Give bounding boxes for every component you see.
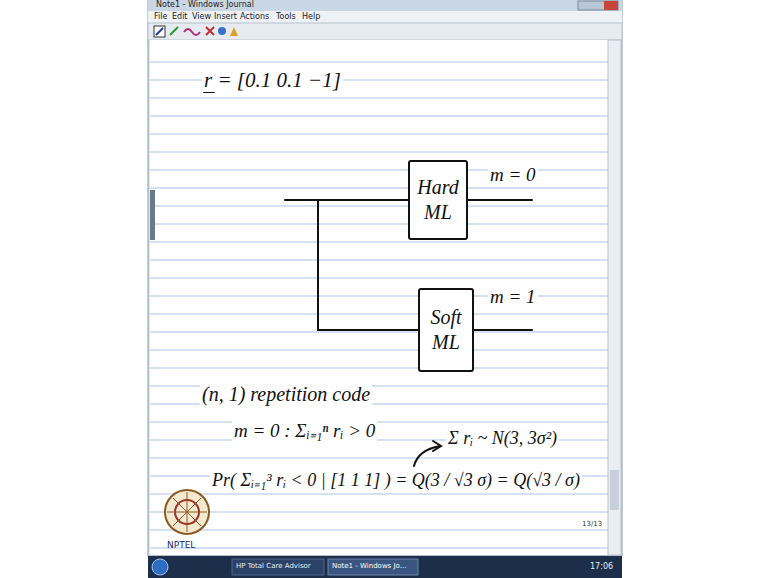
distribution-note: Σ rᵢ ~ N(3, 3σ²) [446, 428, 559, 449]
window-buttons [578, 1, 618, 10]
nptel-logo [167, 492, 207, 532]
box-label: Soft ML [425, 305, 467, 355]
scroll-thumb [610, 470, 619, 510]
menu-bar [148, 11, 622, 23]
ruled-lines [150, 62, 608, 548]
clock: 17:06 [590, 562, 613, 571]
start-button [152, 559, 168, 575]
process-box: Soft ML [418, 288, 474, 372]
hand-wires [204, 92, 532, 466]
taskbar-item: HP Total Care Advisor [236, 562, 311, 570]
taskbar-item: Note1 - Windows Jo... [332, 562, 406, 570]
scrollbar [608, 40, 621, 555]
close-button [604, 1, 618, 10]
menu-item: Help [302, 12, 320, 21]
error-probability: Pr( Σᵢ₌₁³ rᵢ < 0 | [1 1 1] ) = Q(3 / √3 … [210, 470, 582, 491]
menu-item: Insert [214, 12, 237, 21]
decision-rule: m = 0 : Σᵢ₌₁ⁿ rᵢ > 0 [232, 420, 377, 442]
page-number: 13/13 [582, 520, 602, 528]
toolbar-icons [154, 26, 238, 37]
handwritten-vector: r = [0.1 0.1 −1] [202, 68, 343, 92]
window-frame [148, 0, 622, 556]
menu-item: File [154, 12, 167, 21]
handwritten-heading: (n, 1) repetition code [200, 383, 372, 406]
title-bar [148, 0, 622, 11]
page-tab [150, 190, 155, 240]
task-button [328, 559, 418, 575]
menu-item: Edit [172, 12, 188, 21]
task-button [232, 559, 324, 575]
taskbar [148, 556, 622, 578]
decoded-output: m = 1 [488, 286, 538, 308]
menu-item: Actions [240, 12, 269, 21]
decoded-output: m = 0 [488, 164, 538, 186]
menu-item: View [192, 12, 211, 21]
window-title: Note1 - Windows Journal [156, 0, 254, 9]
toolbar [148, 23, 622, 40]
box-label: Hard ML [415, 175, 461, 225]
nptel-logo-text: NPTEL [167, 540, 195, 550]
nptel-logo [165, 490, 209, 534]
process-box: Hard ML [408, 160, 468, 240]
menu-item: Tools [276, 12, 296, 21]
note-page [150, 40, 608, 555]
